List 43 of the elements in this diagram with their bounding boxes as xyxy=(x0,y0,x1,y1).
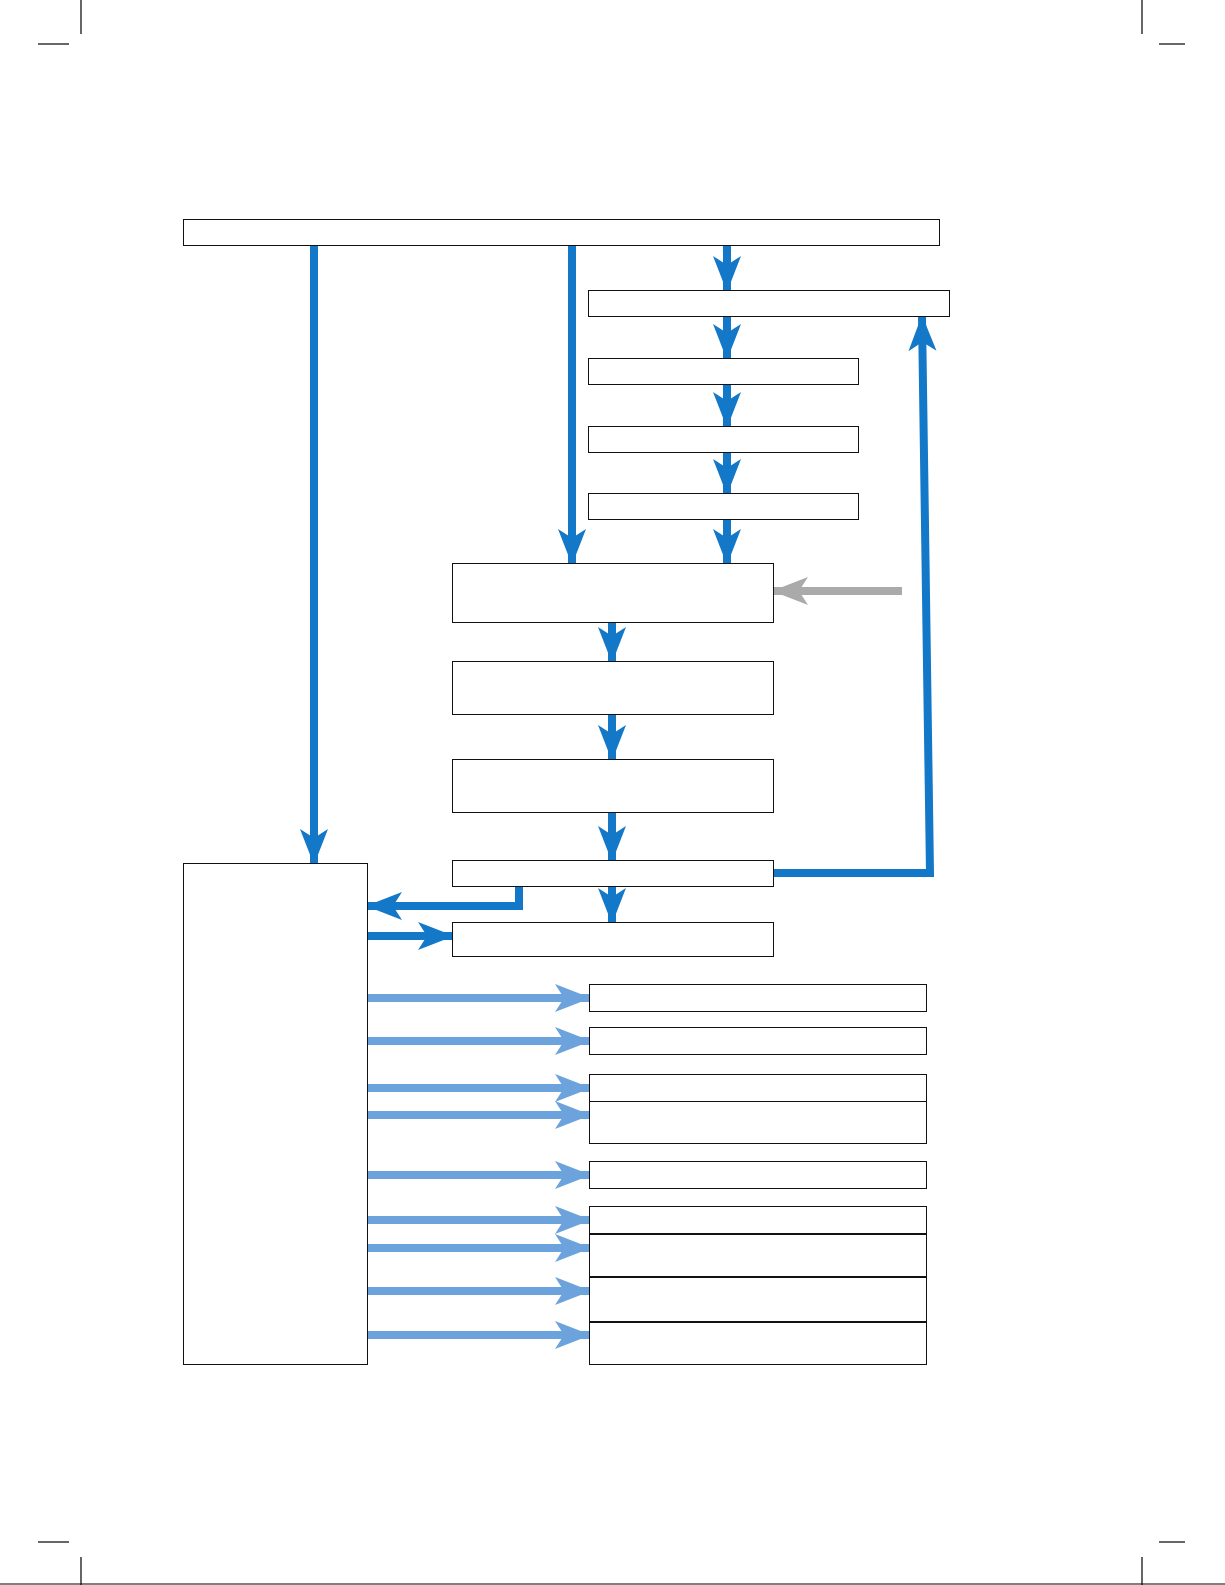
process-box xyxy=(589,984,927,1012)
arrow xyxy=(368,1321,591,1349)
arrow xyxy=(558,246,586,565)
process-box xyxy=(588,358,859,385)
arrow xyxy=(300,246,328,865)
process-box xyxy=(452,563,774,623)
process-box xyxy=(589,1101,927,1144)
arrow xyxy=(366,887,523,920)
arrow xyxy=(713,246,741,292)
arrow xyxy=(368,1277,591,1305)
arrow xyxy=(713,453,741,495)
arrow xyxy=(368,984,591,1012)
process-box xyxy=(588,493,859,520)
arrow xyxy=(368,1027,591,1055)
process-box xyxy=(183,863,368,1365)
arrow xyxy=(598,887,626,924)
process-box xyxy=(589,1322,927,1365)
arrow xyxy=(368,1101,591,1129)
arrow xyxy=(368,1161,591,1189)
process-box xyxy=(452,661,774,715)
process-box xyxy=(452,922,774,957)
process-box xyxy=(183,219,940,246)
process-box xyxy=(589,1234,927,1277)
arrow xyxy=(368,1206,591,1234)
arrow xyxy=(598,813,626,862)
process-box xyxy=(452,860,774,887)
arrow xyxy=(368,1234,591,1262)
arrow xyxy=(368,1074,591,1102)
process-box xyxy=(589,1027,927,1055)
arrow xyxy=(713,317,741,360)
arrow xyxy=(368,922,454,950)
arrow xyxy=(774,315,937,877)
process-box xyxy=(452,759,774,813)
process-box xyxy=(589,1277,927,1322)
process-box xyxy=(589,1161,927,1189)
process-box xyxy=(589,1074,927,1102)
arrow xyxy=(713,385,741,428)
arrow xyxy=(598,715,626,761)
arrow xyxy=(598,623,626,663)
arrow xyxy=(713,520,741,565)
process-box xyxy=(588,290,950,317)
process-box xyxy=(589,1206,927,1234)
process-box xyxy=(588,426,859,453)
